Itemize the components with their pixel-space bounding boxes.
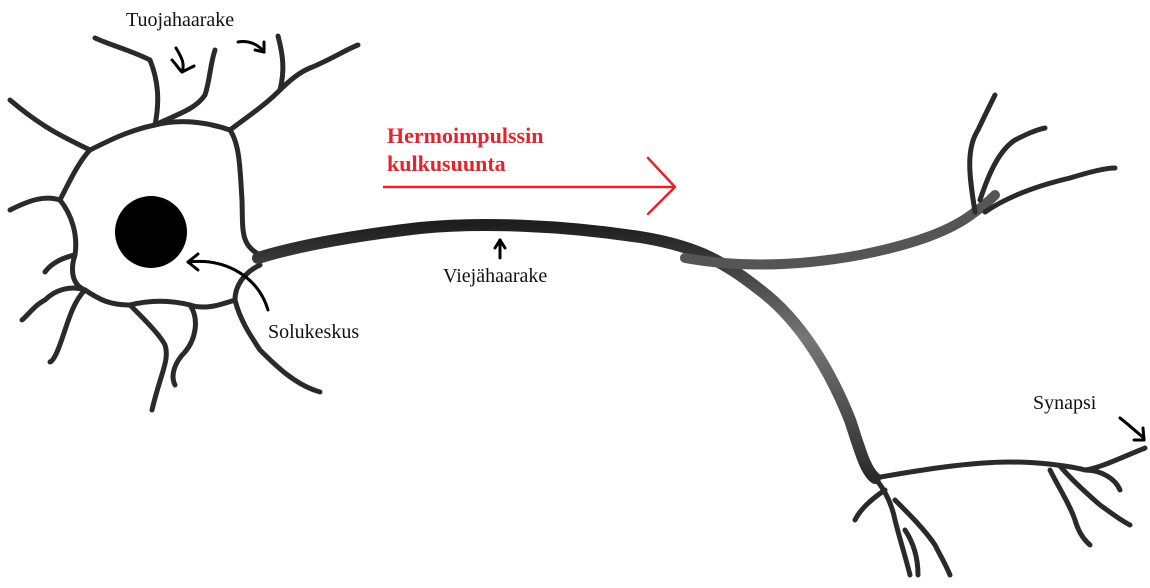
- axon: [258, 195, 995, 478]
- lower-terminal: [855, 448, 1145, 575]
- axon-label: Viejähaarake: [443, 266, 547, 286]
- axon-pointer: [495, 240, 505, 258]
- nucleus-label: Solukeskus: [268, 322, 359, 342]
- dendrite-pointer-left: [172, 48, 194, 72]
- synapse-label: Synapsi: [1033, 393, 1096, 413]
- title-line-1: Hermoimpulssin: [387, 122, 543, 150]
- impulse-direction-title: Hermoimpulssin kulkusuunta: [387, 122, 543, 177]
- nucleus: [115, 196, 187, 268]
- dendrite-label: Tuojahaarake: [126, 10, 234, 30]
- dendrite-pointer-right: [238, 41, 264, 52]
- title-line-2: kulkusuunta: [387, 150, 543, 178]
- synapse-pointer: [1120, 418, 1144, 440]
